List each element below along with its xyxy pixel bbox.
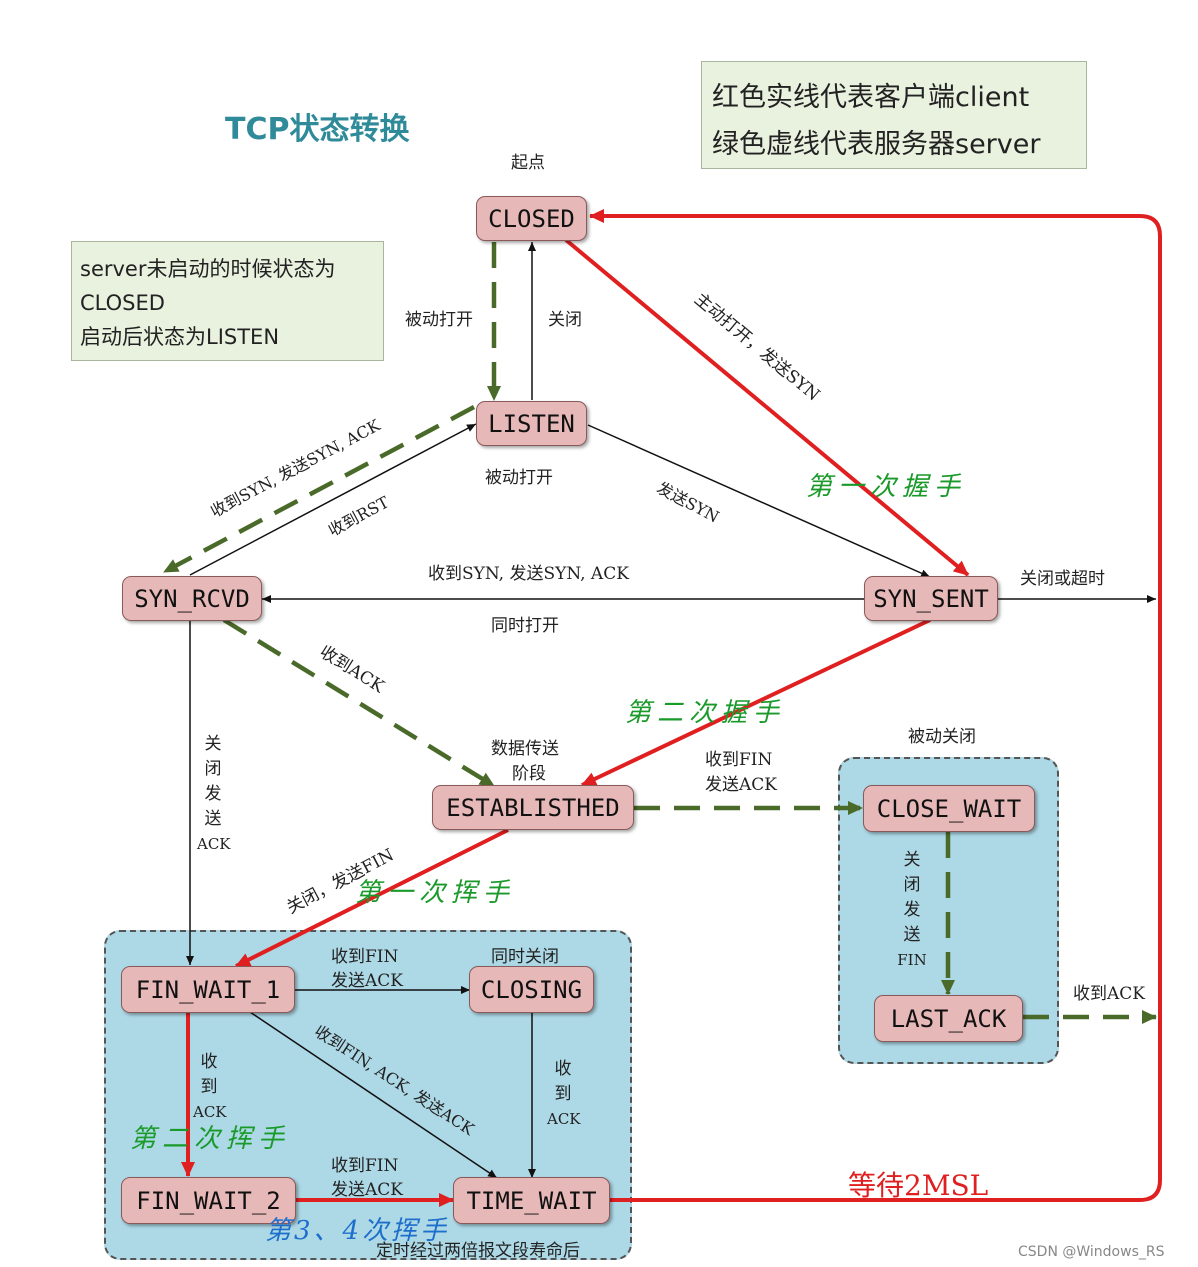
label-recv-ack-last: 收到ACK — [1073, 984, 1145, 1004]
label-passive-open-1: 被动打开 — [405, 310, 473, 330]
label-recv-fin-1: 收到FIN — [705, 750, 773, 770]
watermark: CSDN @Windows_RS — [1018, 1244, 1165, 1260]
server-note-line2: CLOSED — [80, 291, 165, 315]
legend-box: 红色实线代表客户端client 绿色虚线代表服务器server — [701, 61, 1087, 169]
server-note-line1: server未启动的时候状态为 — [80, 257, 336, 281]
line-synrcvd-listen — [189, 423, 477, 576]
vlabel-char: 到 — [554, 1084, 572, 1104]
line-closed-synsent — [564, 238, 970, 577]
line-listen-synsent — [587, 424, 931, 578]
state-fin-wait-1: FIN_WAIT_1 — [121, 966, 295, 1013]
vlabel-char: ACK — [197, 835, 231, 853]
wave-third-fourth: 第3、4次挥手 — [265, 1216, 450, 1246]
label-simul-close: 同时关闭 — [491, 947, 559, 967]
line-listen-synrcvd — [162, 405, 476, 574]
legend-client: 红色实线代表客户端client — [712, 82, 1030, 113]
legend-server: 绿色虚线代表服务器server — [712, 129, 1041, 160]
label-simul-open: 同时打开 — [491, 616, 559, 636]
vlabel-recv-ack-a: 收 到 ACK — [193, 1050, 227, 1125]
server-note: server未启动的时候状态为 CLOSED 启动后状态为LISTEN — [71, 241, 384, 361]
vlabel-close-send-ack: 关 闭 发 送 ACK — [197, 732, 231, 857]
label-wait-2msl: 等待2MSL — [848, 1169, 989, 1202]
vlabel-char: FIN — [897, 951, 927, 969]
state-close-wait: CLOSE_WAIT — [863, 785, 1035, 832]
vlabel-char: 发 — [204, 784, 222, 804]
line-synrcvd-established — [222, 618, 496, 788]
label-send-ack-1: 发送ACK — [705, 775, 777, 795]
page-title: TCP状态转换 — [225, 112, 410, 147]
label-recv-fin-2: 收到FIN — [331, 947, 399, 967]
state-listen: LISTEN — [476, 401, 587, 446]
label-close-or-timeout: 关闭或超时 — [1020, 569, 1105, 589]
handshake-second: 第二次握手 — [625, 698, 786, 728]
vlabel-close-send-fin: 关 闭 发 送 FIN — [896, 848, 928, 973]
line-finwait1-timewait — [249, 1011, 498, 1179]
vlabel-char: 送 — [903, 925, 921, 945]
state-last-ack: LAST_ACK — [874, 995, 1023, 1042]
state-syn-sent: SYN_SENT — [864, 576, 998, 621]
vlabel-char: 关 — [204, 734, 222, 754]
vlabel-recv-ack-b: 收 到 ACK — [547, 1057, 581, 1132]
vlabel-char: ACK — [547, 1110, 581, 1128]
label-stage: 阶段 — [512, 764, 546, 784]
state-closing: CLOSING — [469, 966, 594, 1013]
vlabel-char: 送 — [204, 809, 222, 829]
vlabel-char: 闭 — [903, 875, 921, 895]
label-passive-close: 被动关闭 — [908, 727, 976, 747]
state-established: ESTABLISTHED — [432, 785, 634, 830]
label-recv-fin-3: 收到FIN — [331, 1156, 399, 1176]
wave-second: 第二次挥手 — [130, 1124, 291, 1154]
handshake-first: 第一次握手 — [806, 472, 967, 502]
label-send-ack-3: 发送ACK — [331, 1180, 403, 1200]
label-start: 起点 — [511, 153, 545, 173]
line-timewait-closed — [589, 209, 1162, 1202]
vlabel-char: 收 — [200, 1052, 218, 1072]
state-fin-wait-2: FIN_WAIT_2 — [121, 1177, 296, 1224]
label-simul-synack: 收到SYN, 发送SYN, ACK — [428, 564, 629, 584]
label-passive-open-2: 被动打开 — [485, 468, 553, 488]
state-syn-rcvd: SYN_RCVD — [122, 576, 262, 621]
line-synsent-established — [581, 618, 931, 787]
wave-first: 第一次挥手 — [355, 878, 516, 908]
vlabel-char: 到 — [200, 1077, 218, 1097]
label-send-ack-2: 发送ACK — [331, 971, 403, 991]
vlabel-char: 发 — [903, 900, 921, 920]
vlabel-char: 收 — [554, 1059, 572, 1079]
vlabel-char: 闭 — [204, 759, 222, 779]
server-note-line3: 启动后状态为LISTEN — [80, 325, 280, 349]
line-established-finwait1 — [235, 828, 509, 968]
vlabel-char: 关 — [903, 850, 921, 870]
label-timewait-desc: 定时经过两倍报文段寿命后 — [376, 1241, 580, 1261]
state-closed: CLOSED — [476, 196, 587, 241]
label-data-transfer: 数据传送 — [491, 739, 559, 759]
state-time-wait: TIME_WAIT — [453, 1177, 610, 1224]
label-close-1: 关闭 — [548, 310, 582, 330]
vlabel-char: ACK — [193, 1103, 227, 1121]
